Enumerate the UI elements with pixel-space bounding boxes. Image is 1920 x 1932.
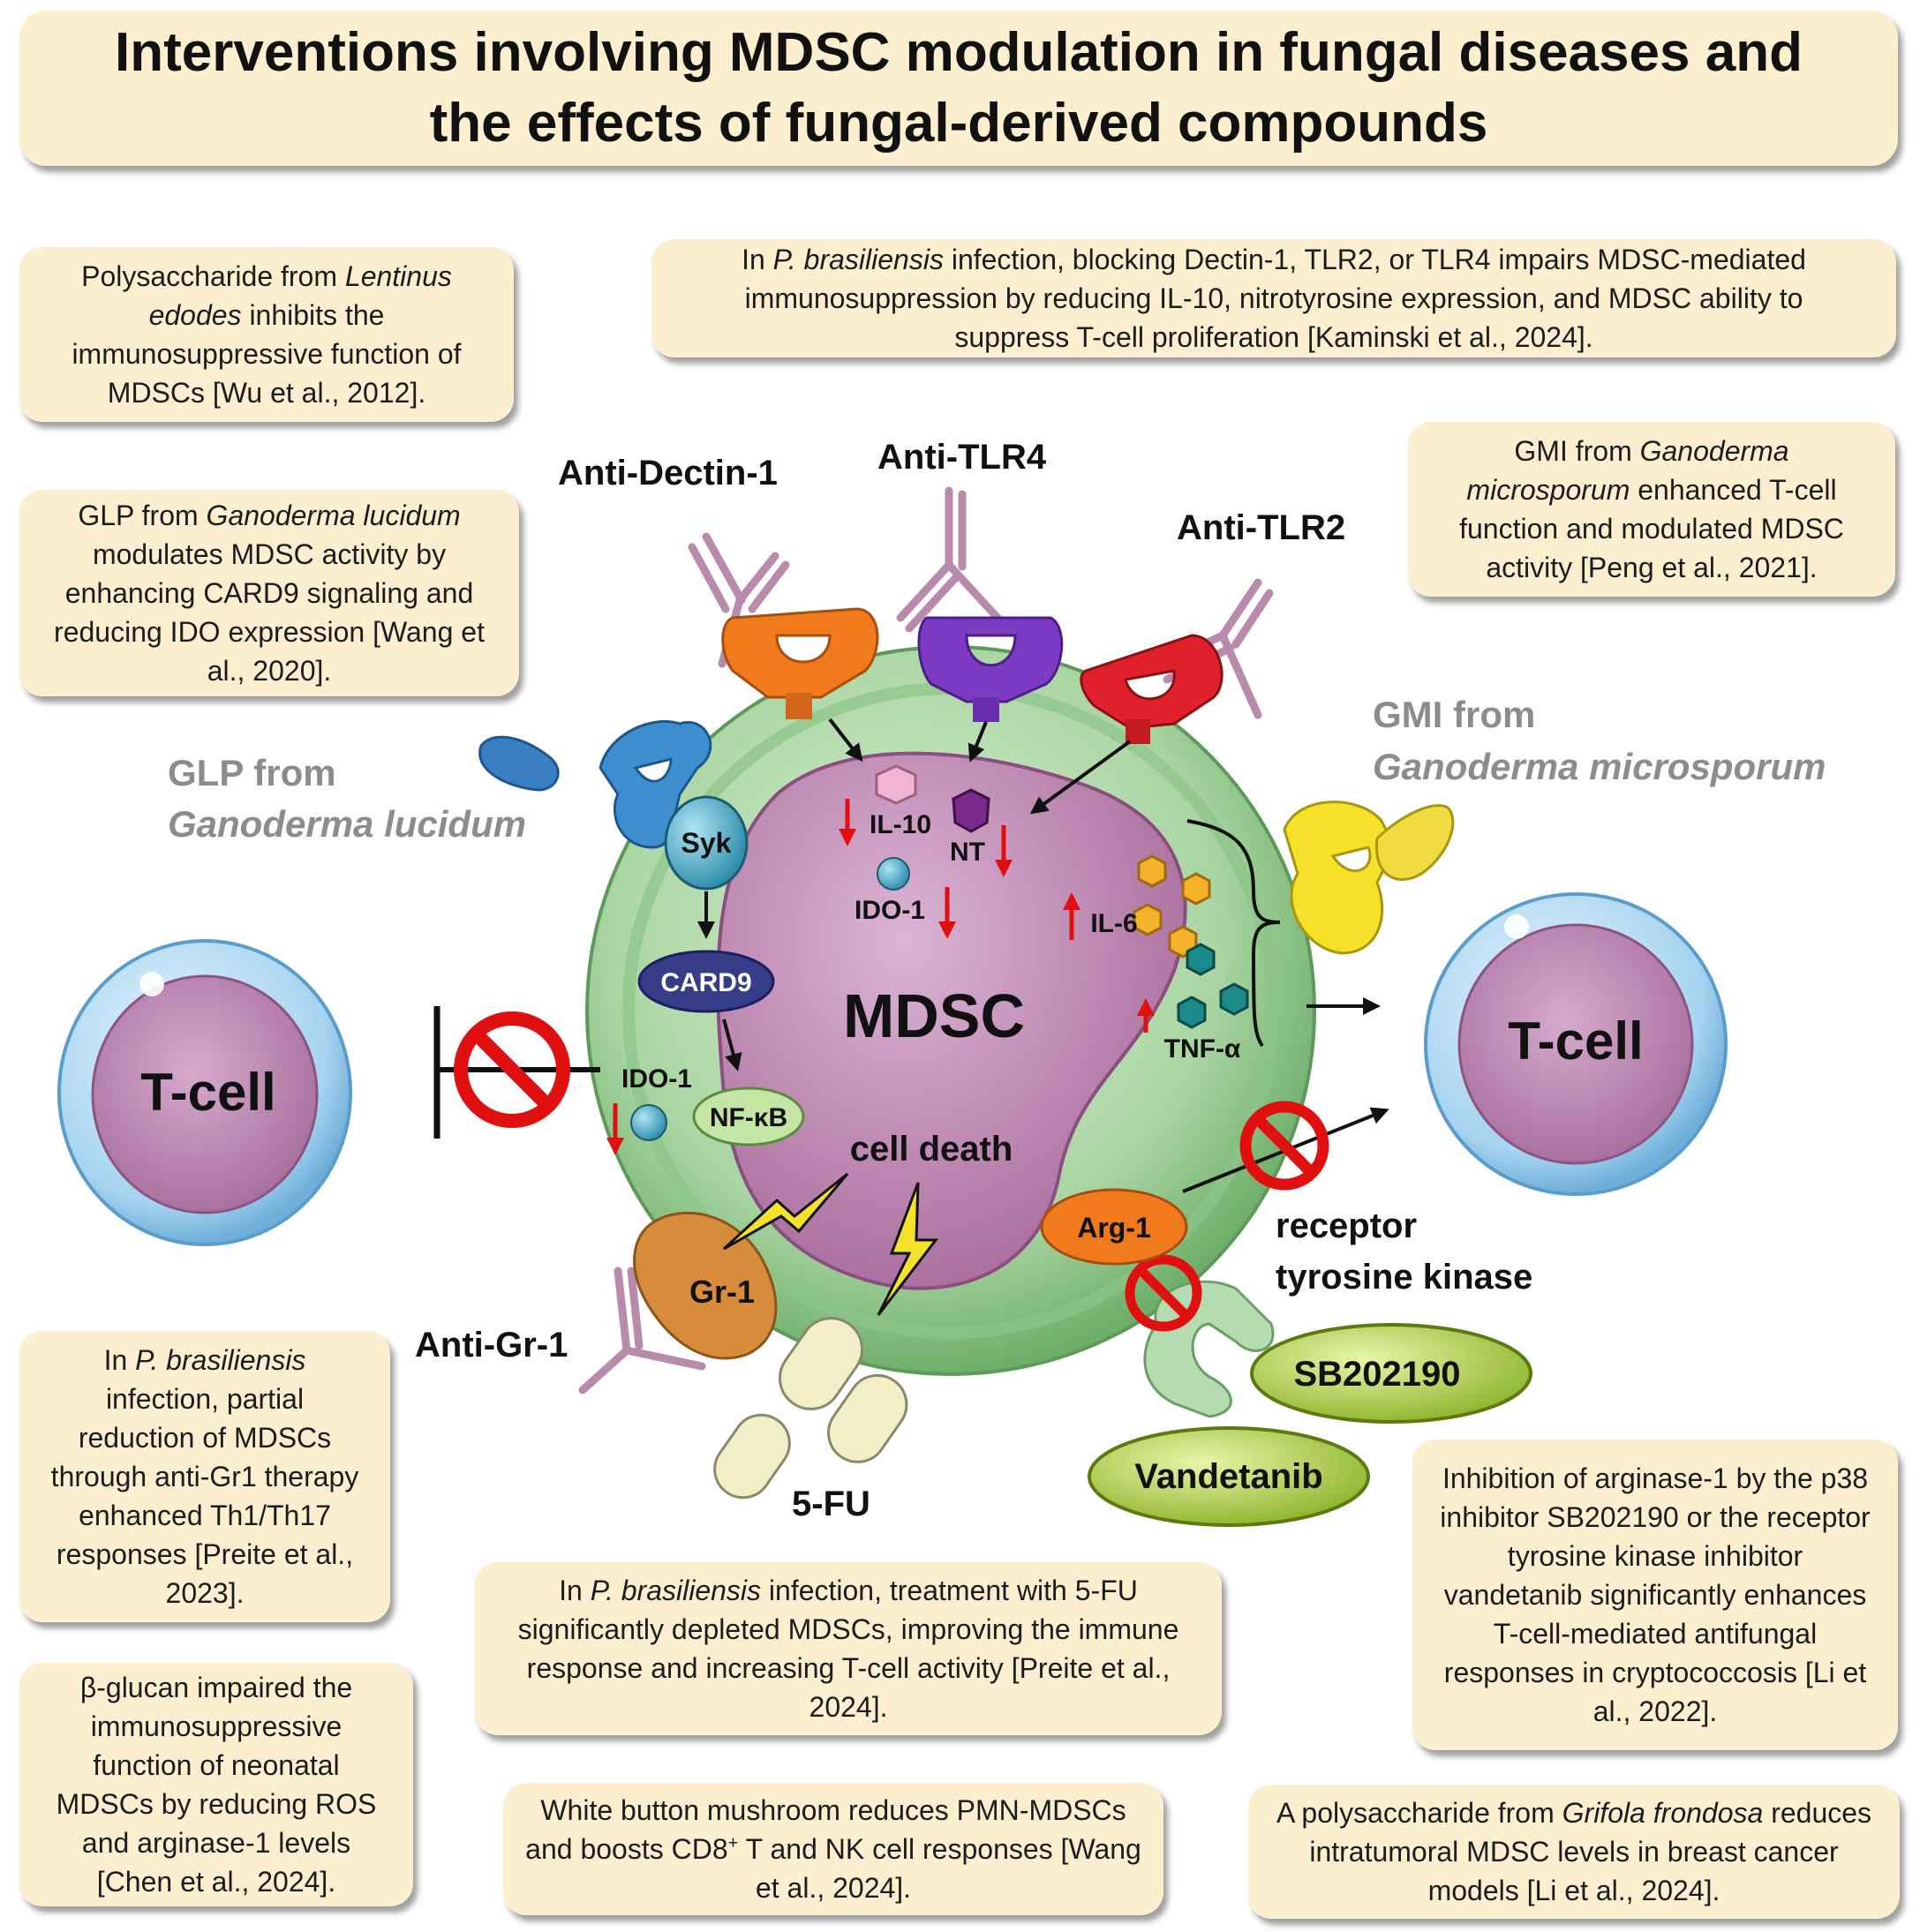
anti-gr1-label: Anti-Gr-1 xyxy=(415,1326,568,1364)
prohibition-sign-arg1 xyxy=(1239,1101,1329,1191)
il6-label: IL-6 xyxy=(1090,909,1137,938)
dectin-receptor xyxy=(721,607,879,699)
vandetanib-label: Vandetanib xyxy=(1134,1457,1322,1496)
nt-label: NT xyxy=(950,838,985,867)
lightning-bolt-center xyxy=(877,1182,939,1316)
prohibition-sign-rtk xyxy=(1125,1254,1202,1332)
right-tcell-nucleus xyxy=(1457,923,1694,1165)
tlr2-stalk xyxy=(1126,719,1150,744)
nt-molecule xyxy=(952,788,990,833)
kaminski-box: In P. brasiliensis infection, blocking D… xyxy=(651,239,1896,357)
gmi-from-label: GMI from xyxy=(1373,694,1536,735)
mdsc-nucleus xyxy=(716,751,1187,1290)
receptor-label-line1: receptor xyxy=(1276,1207,1418,1245)
card9-node xyxy=(637,950,775,1013)
title-line-1: Interventions involving MDSC modulation … xyxy=(115,22,1803,83)
cytokine-brace xyxy=(1186,819,1281,1048)
grifola-box: A polysaccharide from Grifola frondosa r… xyxy=(1248,1785,1900,1919)
five-fu-label: 5-FU xyxy=(792,1485,870,1523)
ido1-ball-left xyxy=(630,1104,667,1141)
card9-label: CARD9 xyxy=(660,968,751,997)
title-line-2: the effects of fungal-derived compounds xyxy=(429,93,1488,154)
syk-label: Syk xyxy=(681,827,732,859)
syk-node xyxy=(664,795,749,891)
anti-dectin-label: Anti-Dectin-1 xyxy=(558,454,778,492)
left-tcell-nucleus xyxy=(91,974,319,1214)
il10-molecule xyxy=(875,764,917,805)
gr1-label: Gr-1 xyxy=(689,1274,755,1310)
il10-label: IL-10 xyxy=(870,810,931,839)
glucan-box: β-glucan impaired the immunosuppressive … xyxy=(19,1663,413,1906)
il6-molecules xyxy=(1133,854,1211,958)
glp-receptor xyxy=(599,719,712,849)
nfkb-node xyxy=(692,1086,805,1146)
rtk-receptor xyxy=(1143,1280,1275,1418)
tlr2-arrow xyxy=(1029,740,1132,815)
left-tcell-highlight xyxy=(139,972,164,996)
arg1-node xyxy=(1040,1188,1188,1266)
nfkb-label: NF-κB xyxy=(710,1103,787,1132)
anti-tlr4-label: Anti-TLR4 xyxy=(877,438,1047,477)
gr1-node xyxy=(633,1211,778,1360)
arg1-label: Arg-1 xyxy=(1077,1212,1151,1244)
anti-gr1-antibody xyxy=(578,1267,706,1394)
tlr2-receptor xyxy=(1080,634,1224,730)
glp-from-label: GLP from xyxy=(168,752,336,793)
sb202190-label: SB202190 xyxy=(1293,1355,1460,1394)
glp-compound xyxy=(478,735,560,792)
receptor-label-line2: tyrosine kinase xyxy=(1276,1258,1533,1297)
card9-nfkb-arrow xyxy=(722,1019,742,1071)
lightning-bolt-left xyxy=(722,1172,849,1251)
cell-death-label: cell death xyxy=(850,1130,1013,1169)
sb202190-pill xyxy=(1250,1323,1532,1424)
page-title: Interventions involving MDSC modulation … xyxy=(19,11,1898,166)
prohibition-sign-left xyxy=(454,1011,570,1128)
mdsc-label: MDSC xyxy=(843,981,1025,1050)
tlr4-arrow xyxy=(968,721,988,763)
dectin-stalk xyxy=(786,693,812,719)
gmi-receptor xyxy=(1283,801,1397,955)
right-tcell-highlight xyxy=(1504,914,1529,939)
mushroom-box: White button mushroom reduces PMN-MDSCs … xyxy=(503,1783,1163,1915)
ido1-top-label: IDO-1 xyxy=(855,896,925,925)
right-tcell-label: T-cell xyxy=(1508,1011,1643,1071)
ganoderma-lucidum-label: Ganoderma lucidum xyxy=(168,803,527,845)
gr1-box: In P. brasiliensis infection, partial re… xyxy=(19,1331,390,1622)
tnfa-label: TNF-α xyxy=(1164,1034,1241,1064)
gmi-compound xyxy=(1374,804,1455,881)
five-fu-pills xyxy=(713,1317,908,1500)
dectin-arrow xyxy=(828,718,863,763)
lentinus-box: Polysaccharide from Lentinus edodes inhi… xyxy=(19,247,514,422)
tlr4-stalk xyxy=(973,697,999,722)
ido1-ball-top xyxy=(877,857,910,891)
anti-tlr2-label: Anti-TLR2 xyxy=(1177,508,1346,547)
ido1-left-label: IDO-1 xyxy=(621,1064,692,1094)
tlr4-receptor xyxy=(917,616,1064,703)
gmi-box: GMI from Ganoderma microsporum enhanced … xyxy=(1408,422,1895,597)
vandetanib-pill xyxy=(1088,1426,1370,1527)
arginase-box: Inhibition of arginase-1 by the p38 inhi… xyxy=(1412,1440,1898,1750)
ganoderma-microsporum-label: Ganoderma microsporum xyxy=(1373,746,1826,787)
glp-box: GLP from Ganoderma lucidum modulates MDS… xyxy=(19,490,519,696)
left-tcell-label: T-cell xyxy=(140,1063,275,1122)
tnfa-molecules xyxy=(1177,943,1249,1029)
anti-tlr4-antibody xyxy=(896,486,1002,633)
fu-box: In P. brasiliensis infection, treatment … xyxy=(475,1562,1222,1735)
